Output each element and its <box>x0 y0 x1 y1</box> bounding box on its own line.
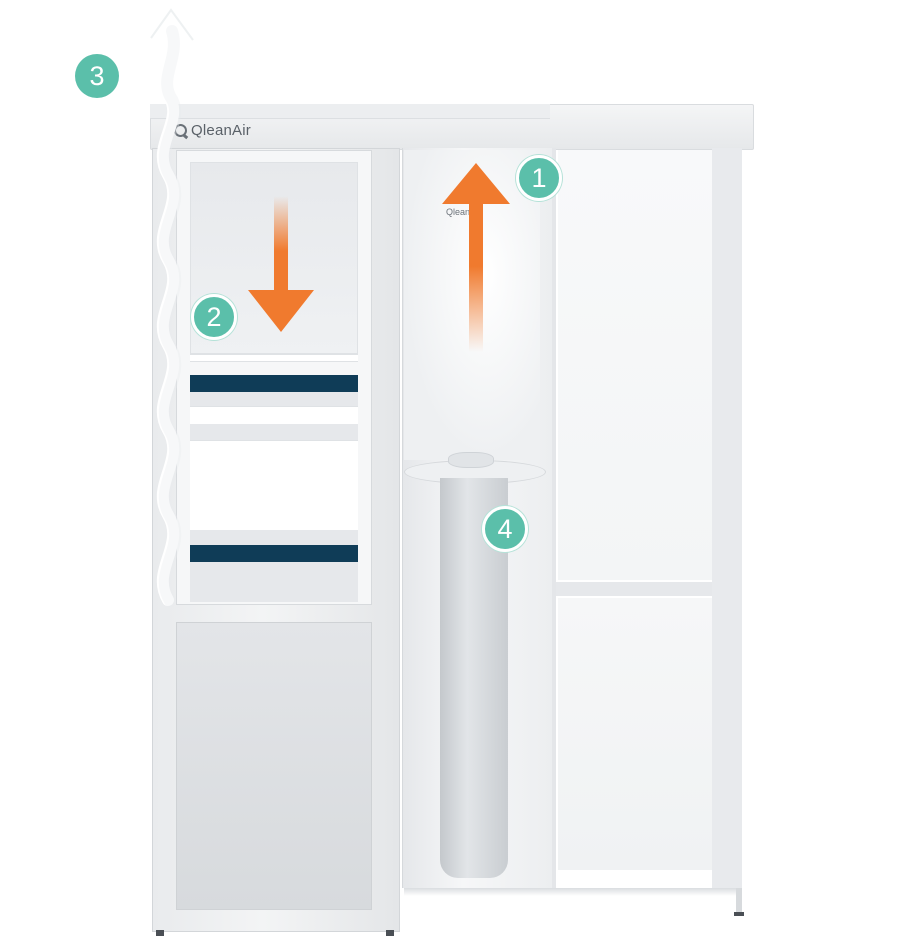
ashtray <box>448 452 494 468</box>
floor-shadow <box>404 888 742 896</box>
side-glass-divider <box>556 582 734 596</box>
cabinet-foot <box>386 930 394 936</box>
callout-2: 2 <box>191 294 237 340</box>
side-leg-foot <box>734 912 744 916</box>
clean-air-exhaust-icon <box>145 3 197 607</box>
side-post <box>712 148 742 888</box>
filter-gap <box>190 424 358 440</box>
side-leg <box>736 888 742 914</box>
filter-chamber <box>190 440 358 532</box>
side-glass-upper <box>558 150 712 580</box>
callout-3: 3 <box>75 54 119 98</box>
brand-name: QleanAir <box>191 122 251 139</box>
filter-band-bottom <box>190 545 358 562</box>
back-wall-logo: QleanAir <box>446 207 482 217</box>
filter-gap <box>190 530 358 545</box>
filter-gap <box>190 562 358 602</box>
cabinet-foot <box>156 930 164 936</box>
filter-band-top <box>190 375 358 392</box>
airflow-down-arrow-icon <box>248 196 314 332</box>
callout-1: 1 <box>516 155 562 201</box>
cabinet-lower-door <box>176 622 372 910</box>
roof-cap <box>150 104 550 119</box>
callout-4: 4 <box>482 506 528 552</box>
side-glass-lower <box>558 598 712 870</box>
filter-slot <box>190 354 358 362</box>
airflow-up-arrow-icon <box>442 163 510 352</box>
filter-gap <box>190 392 358 406</box>
